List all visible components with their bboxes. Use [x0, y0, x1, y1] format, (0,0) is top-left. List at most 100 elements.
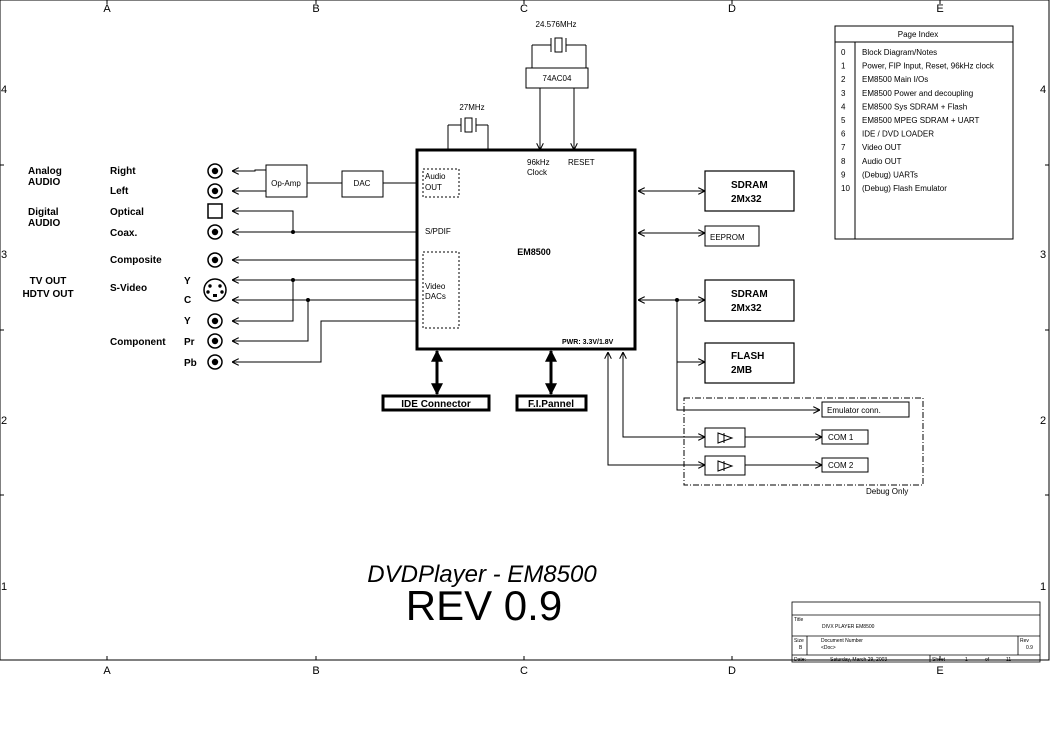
col-label-bottom-a: A	[103, 665, 111, 677]
dac-box	[341, 170, 384, 198]
page-index-entry: EM8500 Main I/Os	[862, 75, 928, 84]
rca-connector-coax	[207, 224, 223, 240]
page-index-title: Page Index	[898, 30, 938, 39]
tb-sheet-label: Sheet	[932, 657, 946, 663]
sdram2-label-2: 2Mx32	[731, 303, 762, 314]
audio-out-label-2: OUT	[425, 183, 442, 192]
eeprom-box	[704, 225, 760, 247]
emulator-label: Emulator conn.	[827, 406, 881, 415]
clock-label-2: Clock	[527, 168, 548, 177]
hdtv-out-label: HDTV OUT	[22, 289, 73, 300]
page-index-number: 5	[841, 116, 846, 125]
rca-connector-component-pb	[207, 354, 223, 370]
row-label-right-2: 2	[1040, 415, 1046, 427]
page-index-entry: Video OUT	[862, 143, 902, 152]
flash-label-2: 2MB	[731, 365, 752, 376]
audio-out-block	[422, 168, 460, 198]
tb-sheet-value: 1	[965, 657, 968, 663]
row-label-left-1: 1	[1, 581, 7, 593]
spdif-label: S/PDIF	[425, 227, 451, 236]
rca-connector-component-y	[207, 313, 223, 329]
grid-labels: A B C D E A B C D E 4 3 2 1 4 3 2 1	[1, 3, 1046, 677]
debug-region	[683, 397, 924, 486]
svideo-y-label: Y	[184, 276, 191, 287]
tb-date-value: Saturday, March 29, 2003	[830, 657, 887, 663]
opamp-label: Op-Amp	[271, 179, 301, 188]
left-label: Left	[110, 186, 129, 197]
video-wiring	[232, 260, 417, 362]
optical-connector-icon	[207, 203, 223, 219]
page-index-entry: (Debug) Flash Emulator	[862, 184, 947, 193]
page-index-entry: Block Diagram/Notes	[862, 48, 937, 57]
clock-label-1: 96kHz	[527, 158, 550, 167]
video-dacs-label-1: Video	[425, 282, 446, 291]
tb-docnum-label: Document Number	[821, 638, 863, 644]
optical-label: Optical	[110, 207, 144, 218]
page-index-entry: Audio OUT	[862, 157, 902, 166]
buffer-icon	[717, 460, 734, 472]
coax-label: Coax.	[110, 228, 137, 239]
row-label-left-2: 2	[1, 415, 7, 427]
tb-of-label: of	[985, 657, 990, 663]
page-index-entry: EM8500 Power and decoupling	[862, 89, 973, 98]
sdram1-label-2: 2Mx32	[731, 194, 762, 205]
tv-out-label: TV OUT	[30, 276, 67, 287]
col-label-bottom-e: E	[936, 665, 943, 677]
diagram-title: DVDPlayer - EM8500	[367, 561, 597, 588]
col-label-top-c: C	[520, 3, 528, 15]
rca-connector-composite	[207, 252, 223, 268]
video-dacs-label-2: DACs	[425, 292, 446, 301]
tb-size-value: B	[799, 645, 803, 651]
flash-bus	[676, 300, 705, 362]
rca-connector-component-pr	[207, 333, 223, 349]
em8500-chip	[415, 148, 637, 351]
buffer-icon	[717, 432, 734, 444]
oscillator-box	[525, 67, 589, 89]
component-pb-label: Pb	[184, 358, 197, 369]
tb-docnum-value: <Doc>	[821, 645, 836, 651]
sdram1-box	[704, 170, 795, 212]
right-label: Right	[110, 166, 136, 177]
uart2-line	[608, 352, 705, 465]
uart-buffer-1	[704, 427, 746, 448]
page-index-number: 6	[841, 130, 846, 139]
em8500-chip-name: EM8500	[517, 247, 551, 257]
junction-dot	[291, 278, 295, 282]
audio-wiring	[232, 170, 417, 232]
composite-label: Composite	[110, 255, 162, 266]
page-index-number: 2	[841, 75, 846, 84]
video-crystal-label: 27MHz	[459, 103, 484, 112]
main-crystal-label: 24.576MHz	[536, 20, 577, 29]
sdram1-label-1: SDRAM	[731, 180, 768, 191]
row-label-right-3: 3	[1040, 249, 1046, 261]
digital-audio-label-2: AUDIO	[28, 218, 60, 229]
reset-label: RESET	[568, 158, 595, 167]
page-index-entry: (Debug) UARTs	[862, 170, 918, 179]
row-label-left-4: 4	[1, 84, 7, 96]
uart-buffer-2	[704, 455, 746, 476]
flash-label-1: FLASH	[731, 351, 764, 362]
main-crystal	[528, 37, 588, 69]
sdram2-box	[704, 279, 795, 322]
flash-box	[704, 342, 795, 384]
page-index-number: 7	[841, 143, 846, 152]
panel-connector-box	[515, 394, 588, 412]
page-index-number: 0	[841, 48, 846, 57]
digital-audio-label-1: Digital	[28, 207, 59, 218]
oscillator-label: 74AC04	[543, 74, 572, 83]
component-label: Component	[110, 337, 166, 348]
ide-connector-box	[381, 394, 491, 412]
video-dacs-block	[422, 251, 460, 329]
col-label-top-b: B	[312, 3, 319, 15]
sheet-frame	[0, 0, 1050, 661]
dac-label: DAC	[354, 179, 371, 188]
page-index-entry: EM8500 MPEG SDRAM + UART	[862, 116, 980, 125]
power-label: PWR: 3.3V/1.8V	[562, 339, 614, 346]
tb-rev-label: Rev	[1020, 638, 1029, 644]
col-label-top-d: D	[728, 3, 736, 15]
eeprom-label: EEPROM	[710, 233, 745, 242]
svideo-c-label: C	[184, 295, 191, 306]
svideo-label: S-Video	[110, 283, 147, 294]
